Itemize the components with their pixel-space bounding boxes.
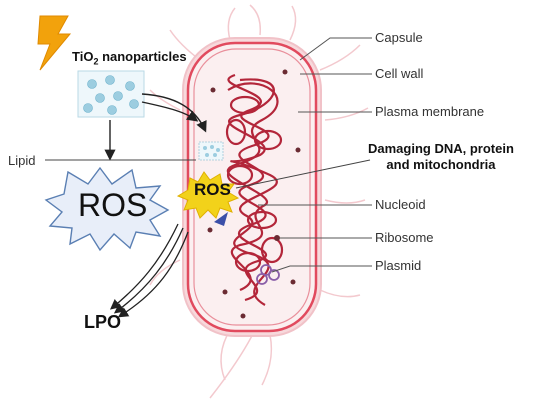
plasmid-label: Plasmid <box>375 258 422 273</box>
arrow-to-cell-2 <box>141 101 199 122</box>
ribosomes <box>207 69 301 319</box>
damage-label-line2: and mitochondria <box>386 157 496 172</box>
ros-inside-label: ROS <box>194 180 231 199</box>
internal-nanoparticle-box <box>198 141 224 161</box>
tio2-label-rest: nanoparticles <box>98 49 187 64</box>
process-arrow-icon <box>214 212 228 226</box>
tio2-label-subscript: 2 <box>93 56 99 67</box>
damage-label-line1: Damaging DNA, protein <box>368 141 514 156</box>
tio2-label: TiO2 nanoparticles <box>72 50 187 67</box>
damage-pointer-line <box>235 159 371 189</box>
ros-outside-burst <box>44 166 170 252</box>
nanoparticle-box <box>77 70 145 118</box>
ros-inside-burst <box>176 171 240 219</box>
lipid-label: Lipid <box>8 153 36 168</box>
capsule-label: Capsule <box>375 30 423 45</box>
plasmid-shape <box>256 264 280 285</box>
nucleoid-label: Nucleoid <box>375 197 426 212</box>
cell-wall-label: Cell wall <box>375 66 424 81</box>
damage-label: Damaging DNA, protein and mitochondria <box>368 141 514 173</box>
lightning-bolt-icon <box>37 15 72 71</box>
tio2-label-main: TiO <box>72 49 94 64</box>
ribosome-label: Ribosome <box>375 230 434 245</box>
arrows-to-lpo <box>109 223 189 318</box>
arrow-to-cell <box>141 93 207 133</box>
plasma-membrane-label: Plasma membrane <box>375 104 485 119</box>
lpo-label: LPO <box>84 312 122 332</box>
ros-outside-label: ROS <box>78 187 148 223</box>
nucleoid-dna <box>225 73 284 306</box>
part-leader-lines <box>258 37 372 273</box>
